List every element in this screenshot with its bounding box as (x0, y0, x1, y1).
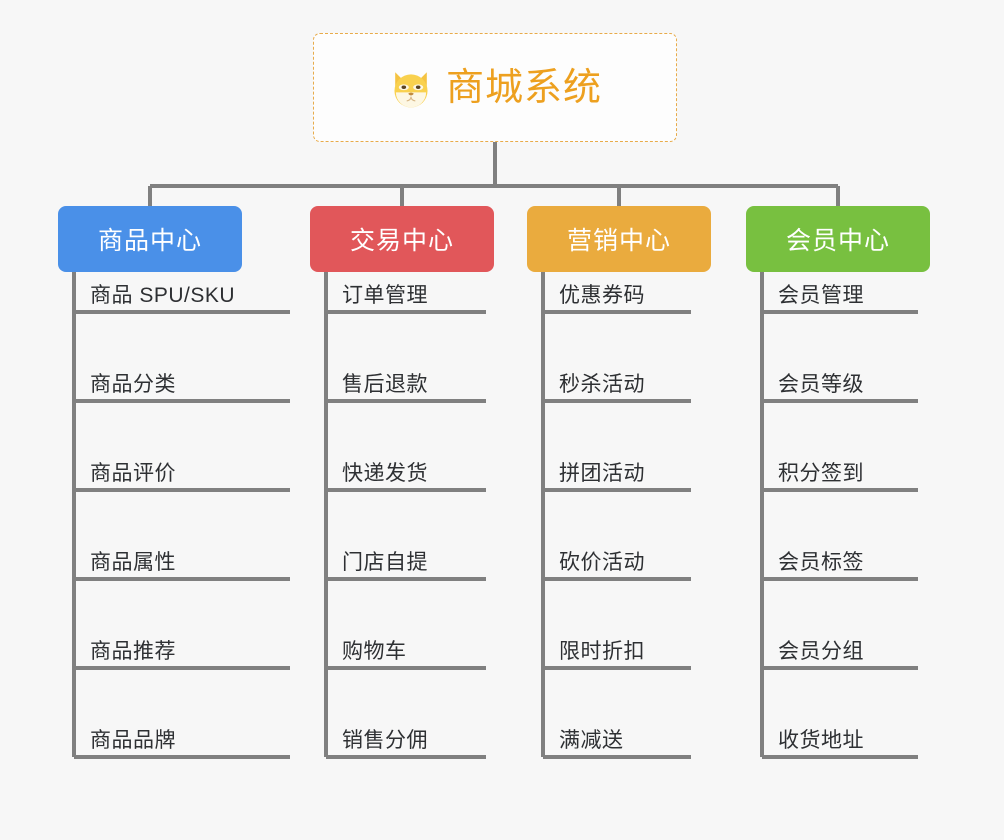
leaf-item[interactable]: 积分签到 (762, 428, 918, 490)
leaf-item[interactable]: 销售分佣 (326, 695, 486, 757)
leaf-item[interactable]: 订单管理 (326, 250, 486, 312)
leaf-item-label: 优惠券码 (559, 284, 645, 307)
leaf-item[interactable]: 商品 SPU/SKU (74, 250, 290, 312)
branch-header-label: 交易中心 (349, 227, 454, 255)
leaf-item[interactable]: 会员分组 (762, 606, 918, 668)
leaf-item[interactable]: 会员等级 (762, 339, 918, 401)
leaf-item-label: 售后退款 (342, 373, 428, 396)
leaf-item-label: 商品品牌 (90, 729, 176, 752)
leaf-item-label: 砍价活动 (559, 551, 645, 574)
branch-header-label: 会员中心 (785, 227, 890, 255)
leaf-item[interactable]: 会员管理 (762, 250, 918, 312)
branch-header-3[interactable]: 营销中心 (527, 206, 711, 272)
leaf-item-label: 商品属性 (90, 551, 176, 574)
leaf-item-label: 会员标签 (778, 551, 864, 574)
leaf-item-label: 商品推荐 (90, 640, 176, 663)
leaf-item[interactable]: 优惠券码 (543, 250, 691, 312)
leaf-item-label: 会员等级 (778, 373, 864, 396)
leaf-item-label: 会员分组 (778, 640, 864, 663)
leaf-item-label: 收货地址 (778, 729, 864, 752)
leaf-item-label: 商品 SPU/SKU (90, 284, 236, 307)
leaf-item[interactable]: 售后退款 (326, 339, 486, 401)
leaf-item[interactable]: 商品推荐 (74, 606, 290, 668)
leaf-item[interactable]: 收货地址 (762, 695, 918, 757)
branch-header-label: 营销中心 (566, 227, 671, 255)
leaf-item[interactable]: 商品分类 (74, 339, 290, 401)
leaf-item-label: 销售分佣 (342, 729, 428, 752)
leaf-item-label: 商品评价 (90, 462, 176, 485)
leaf-item-label: 商品分类 (90, 373, 176, 396)
root-title: 商城系统 (445, 66, 602, 109)
leaf-item-label: 满减送 (559, 729, 624, 752)
leaf-item-label: 积分签到 (778, 462, 864, 485)
leaf-item-label: 快递发货 (342, 462, 428, 485)
leaf-item[interactable]: 砍价活动 (543, 517, 691, 579)
leaf-item-label: 限时折扣 (559, 640, 645, 663)
leaf-item-label: 购物车 (342, 640, 407, 663)
leaf-item[interactable]: 秒杀活动 (543, 339, 691, 401)
leaf-item-label: 秒杀活动 (559, 373, 645, 396)
branch-header-2[interactable]: 交易中心 (310, 206, 494, 272)
leaf-item[interactable]: 快递发货 (326, 428, 486, 490)
leaf-item[interactable]: 商品属性 (74, 517, 290, 579)
leaf-item-label: 订单管理 (342, 284, 428, 307)
leaf-item[interactable]: 商品品牌 (74, 695, 290, 757)
leaf-item[interactable]: 购物车 (326, 606, 486, 668)
leaf-item[interactable]: 门店自提 (326, 517, 486, 579)
leaf-item[interactable]: 拼团活动 (543, 428, 691, 490)
branch-header-1[interactable]: 商品中心 (58, 206, 242, 272)
leaf-item-label: 会员管理 (778, 284, 864, 307)
leaf-item[interactable]: 满减送 (543, 695, 691, 757)
leaf-item[interactable]: 限时折扣 (543, 606, 691, 668)
branch-header-label: 商品中心 (97, 227, 202, 255)
leaf-item[interactable]: 商品评价 (74, 428, 290, 490)
leaf-item[interactable]: 会员标签 (762, 517, 918, 579)
root-node[interactable]: 商城系统 (313, 33, 677, 142)
branch-header-4[interactable]: 会员中心 (746, 206, 930, 272)
leaf-item-label: 拼团活动 (559, 462, 645, 485)
shiba-dog-face-icon (394, 71, 428, 109)
leaf-item-label: 门店自提 (342, 551, 428, 574)
